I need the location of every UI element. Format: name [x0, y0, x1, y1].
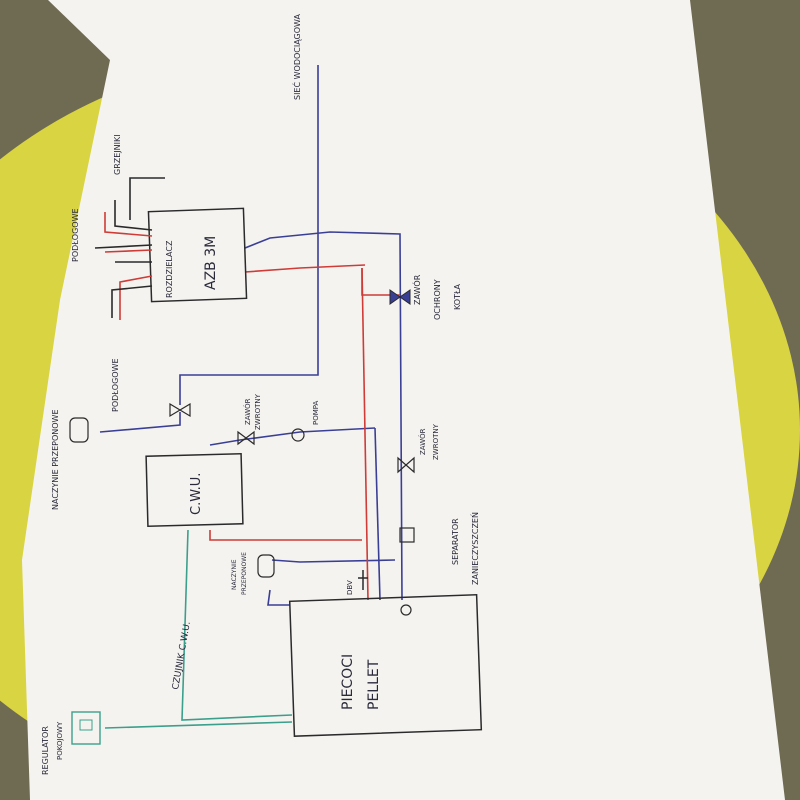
red-pipes [209, 264, 400, 601]
floor-heating-top-label: PODŁOGOWE [71, 208, 80, 262]
check-valve-1-label-1: ZAWÓR [243, 398, 252, 425]
expansion-vessel-mid-label-2: PRZEPONOWE [241, 552, 248, 595]
dbv-label: DBV [346, 580, 354, 595]
cwu-tank-box [145, 453, 244, 528]
separator-icon [399, 527, 415, 543]
room-regulator-icon [71, 711, 101, 745]
teal-sensor-line [104, 529, 293, 729]
radiators-label: GRZEJNIKI [113, 134, 122, 175]
floor-heating-bottom-label: PODŁOGOWE [111, 358, 120, 412]
expansion-vessel-top-label: NACZYNIE PRZEPONOWE [51, 410, 60, 511]
boiler-label-1: PIECOCI [340, 654, 356, 710]
check-valve-1-label-2: ZWROTNY [254, 393, 262, 430]
pump-label: POMPA [312, 400, 320, 425]
check-valve-2-label-2: ZWROTNY [432, 423, 440, 460]
regulator-label-2: POKOJOWY [56, 721, 64, 760]
blue-pipes [99, 65, 403, 606]
boiler-label-2: PELLET [366, 659, 382, 710]
azb-distributor-box [147, 207, 248, 303]
protection-valve-label-3: KOTŁA [453, 284, 462, 310]
paper-sheet [22, 0, 785, 800]
distributor-label: ROZDZIELACZ [165, 240, 174, 298]
regulator-label-1: REGULATOR [41, 726, 50, 775]
check-valve-1 [237, 430, 255, 446]
valve-cwu-inlet [169, 402, 191, 418]
azb-label: AZB 3M [203, 236, 219, 290]
pellet-boiler-box [288, 593, 483, 737]
check-valve-2 [397, 456, 415, 474]
check-valve-2-label-1: ZAWÓR [418, 428, 427, 455]
separator-label-2: ZANIECZYSZCZEŃ [469, 512, 480, 585]
heating-outputs [94, 177, 165, 320]
expansion-vessel-mid-label-1: NACZYNIE [231, 559, 238, 590]
boiler-connection-icon [400, 604, 412, 616]
cwu-label: C.W.U. [189, 473, 204, 515]
water-supply-label: SIEĆ WODOCIĄGOWA [291, 13, 302, 100]
valve-protection [389, 289, 411, 305]
expansion-vessel-top-icon [69, 417, 89, 443]
pump-icon [291, 428, 305, 442]
protection-valve-label-1: ZAWÓR [411, 274, 422, 305]
dbv-valve-icon [358, 570, 368, 590]
expansion-vessel-mid-icon [257, 554, 275, 578]
protection-valve-label-2: OCHRONY [433, 279, 442, 320]
separator-label-1: SEPARATOR [451, 518, 460, 565]
regulator-display-icon [79, 719, 93, 731]
